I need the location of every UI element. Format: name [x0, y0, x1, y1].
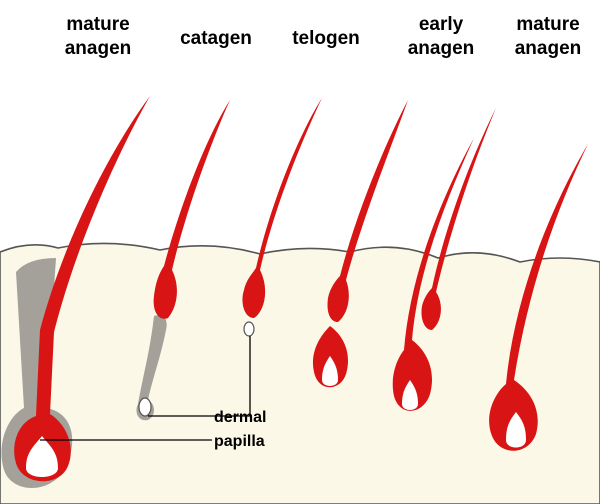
stage-label-4-line1: early — [419, 14, 464, 35]
hair-shaft — [14, 96, 150, 482]
dermal-papilla — [402, 380, 418, 410]
hair-catagen — [136, 100, 230, 421]
new-shaft — [392, 138, 474, 411]
dermal-callout-line — [148, 336, 251, 417]
stage-label-1-line1: mature — [66, 14, 129, 35]
papilla-label: papilla — [214, 433, 265, 450]
dermal-papilla — [506, 412, 526, 448]
hair-shaft — [489, 144, 588, 451]
hair-shaft — [153, 100, 230, 319]
club-shaft — [421, 108, 496, 330]
hair-mature-anagen-left — [1, 96, 150, 488]
hair-early-anagen — [312, 100, 408, 388]
stage-label-4-line2: anagen — [408, 38, 475, 59]
hair-early-anagen-growing — [392, 108, 496, 411]
stage-label-2: catagen — [180, 28, 252, 49]
dermal-label: dermal — [214, 409, 266, 426]
stage-label-1-line2: anagen — [65, 38, 132, 59]
regressing-sheath — [136, 315, 167, 421]
new-hair-bulb — [312, 326, 349, 388]
dermal-papilla — [243, 321, 255, 337]
hair-telogen — [242, 98, 322, 337]
new-hair-papilla — [322, 356, 338, 386]
skin-dermis — [0, 242, 600, 504]
stage-label-5-line1: mature — [516, 14, 579, 35]
old-club-hair — [327, 100, 408, 322]
hair-shaft — [242, 98, 322, 318]
stage-label-5-line2: anagen — [515, 38, 582, 59]
stage-label-3: telogen — [292, 28, 360, 49]
dermal-papilla — [138, 397, 152, 417]
dermal-papilla — [26, 436, 58, 477]
hair-mature-anagen-right — [489, 144, 588, 451]
